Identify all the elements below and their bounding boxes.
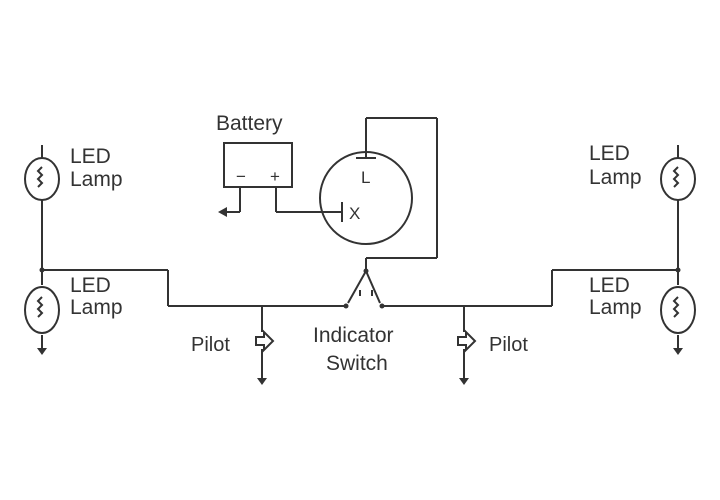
led-label-bottom-right: LED Lamp — [589, 274, 642, 319]
led-label-top-left: LED Lamp — [70, 145, 123, 191]
pilot-lamp-right — [457, 306, 477, 385]
flasher-terminal-L: L — [361, 168, 370, 187]
right-junction-dot — [675, 267, 681, 273]
flasher-terminal-X: X — [349, 204, 360, 223]
pilot-label-left: Pilot — [191, 334, 230, 356]
led-lamp-bottom-right — [660, 286, 696, 334]
battery-plus-label: + — [270, 167, 280, 186]
left-junction-dot — [39, 267, 45, 273]
led-label-bottom-left: LED Lamp — [70, 274, 123, 319]
flasher-relay — [319, 117, 438, 259]
led-lamp-bottom-left — [24, 286, 60, 334]
battery — [218, 142, 342, 217]
right-lamp-bus — [383, 145, 683, 355]
indicator-switch — [343, 258, 385, 309]
led-label-top-right: LED Lamp — [589, 142, 642, 189]
battery-label: Battery — [216, 112, 283, 135]
pilot-lamp-left — [255, 306, 275, 385]
indicator-switch-label: Indicator Switch — [313, 324, 398, 375]
led-lamp-top-left — [24, 157, 60, 201]
led-lamp-top-right — [660, 157, 696, 201]
pilot-label-right: Pilot — [489, 334, 528, 356]
battery-minus-label: − — [236, 167, 246, 186]
